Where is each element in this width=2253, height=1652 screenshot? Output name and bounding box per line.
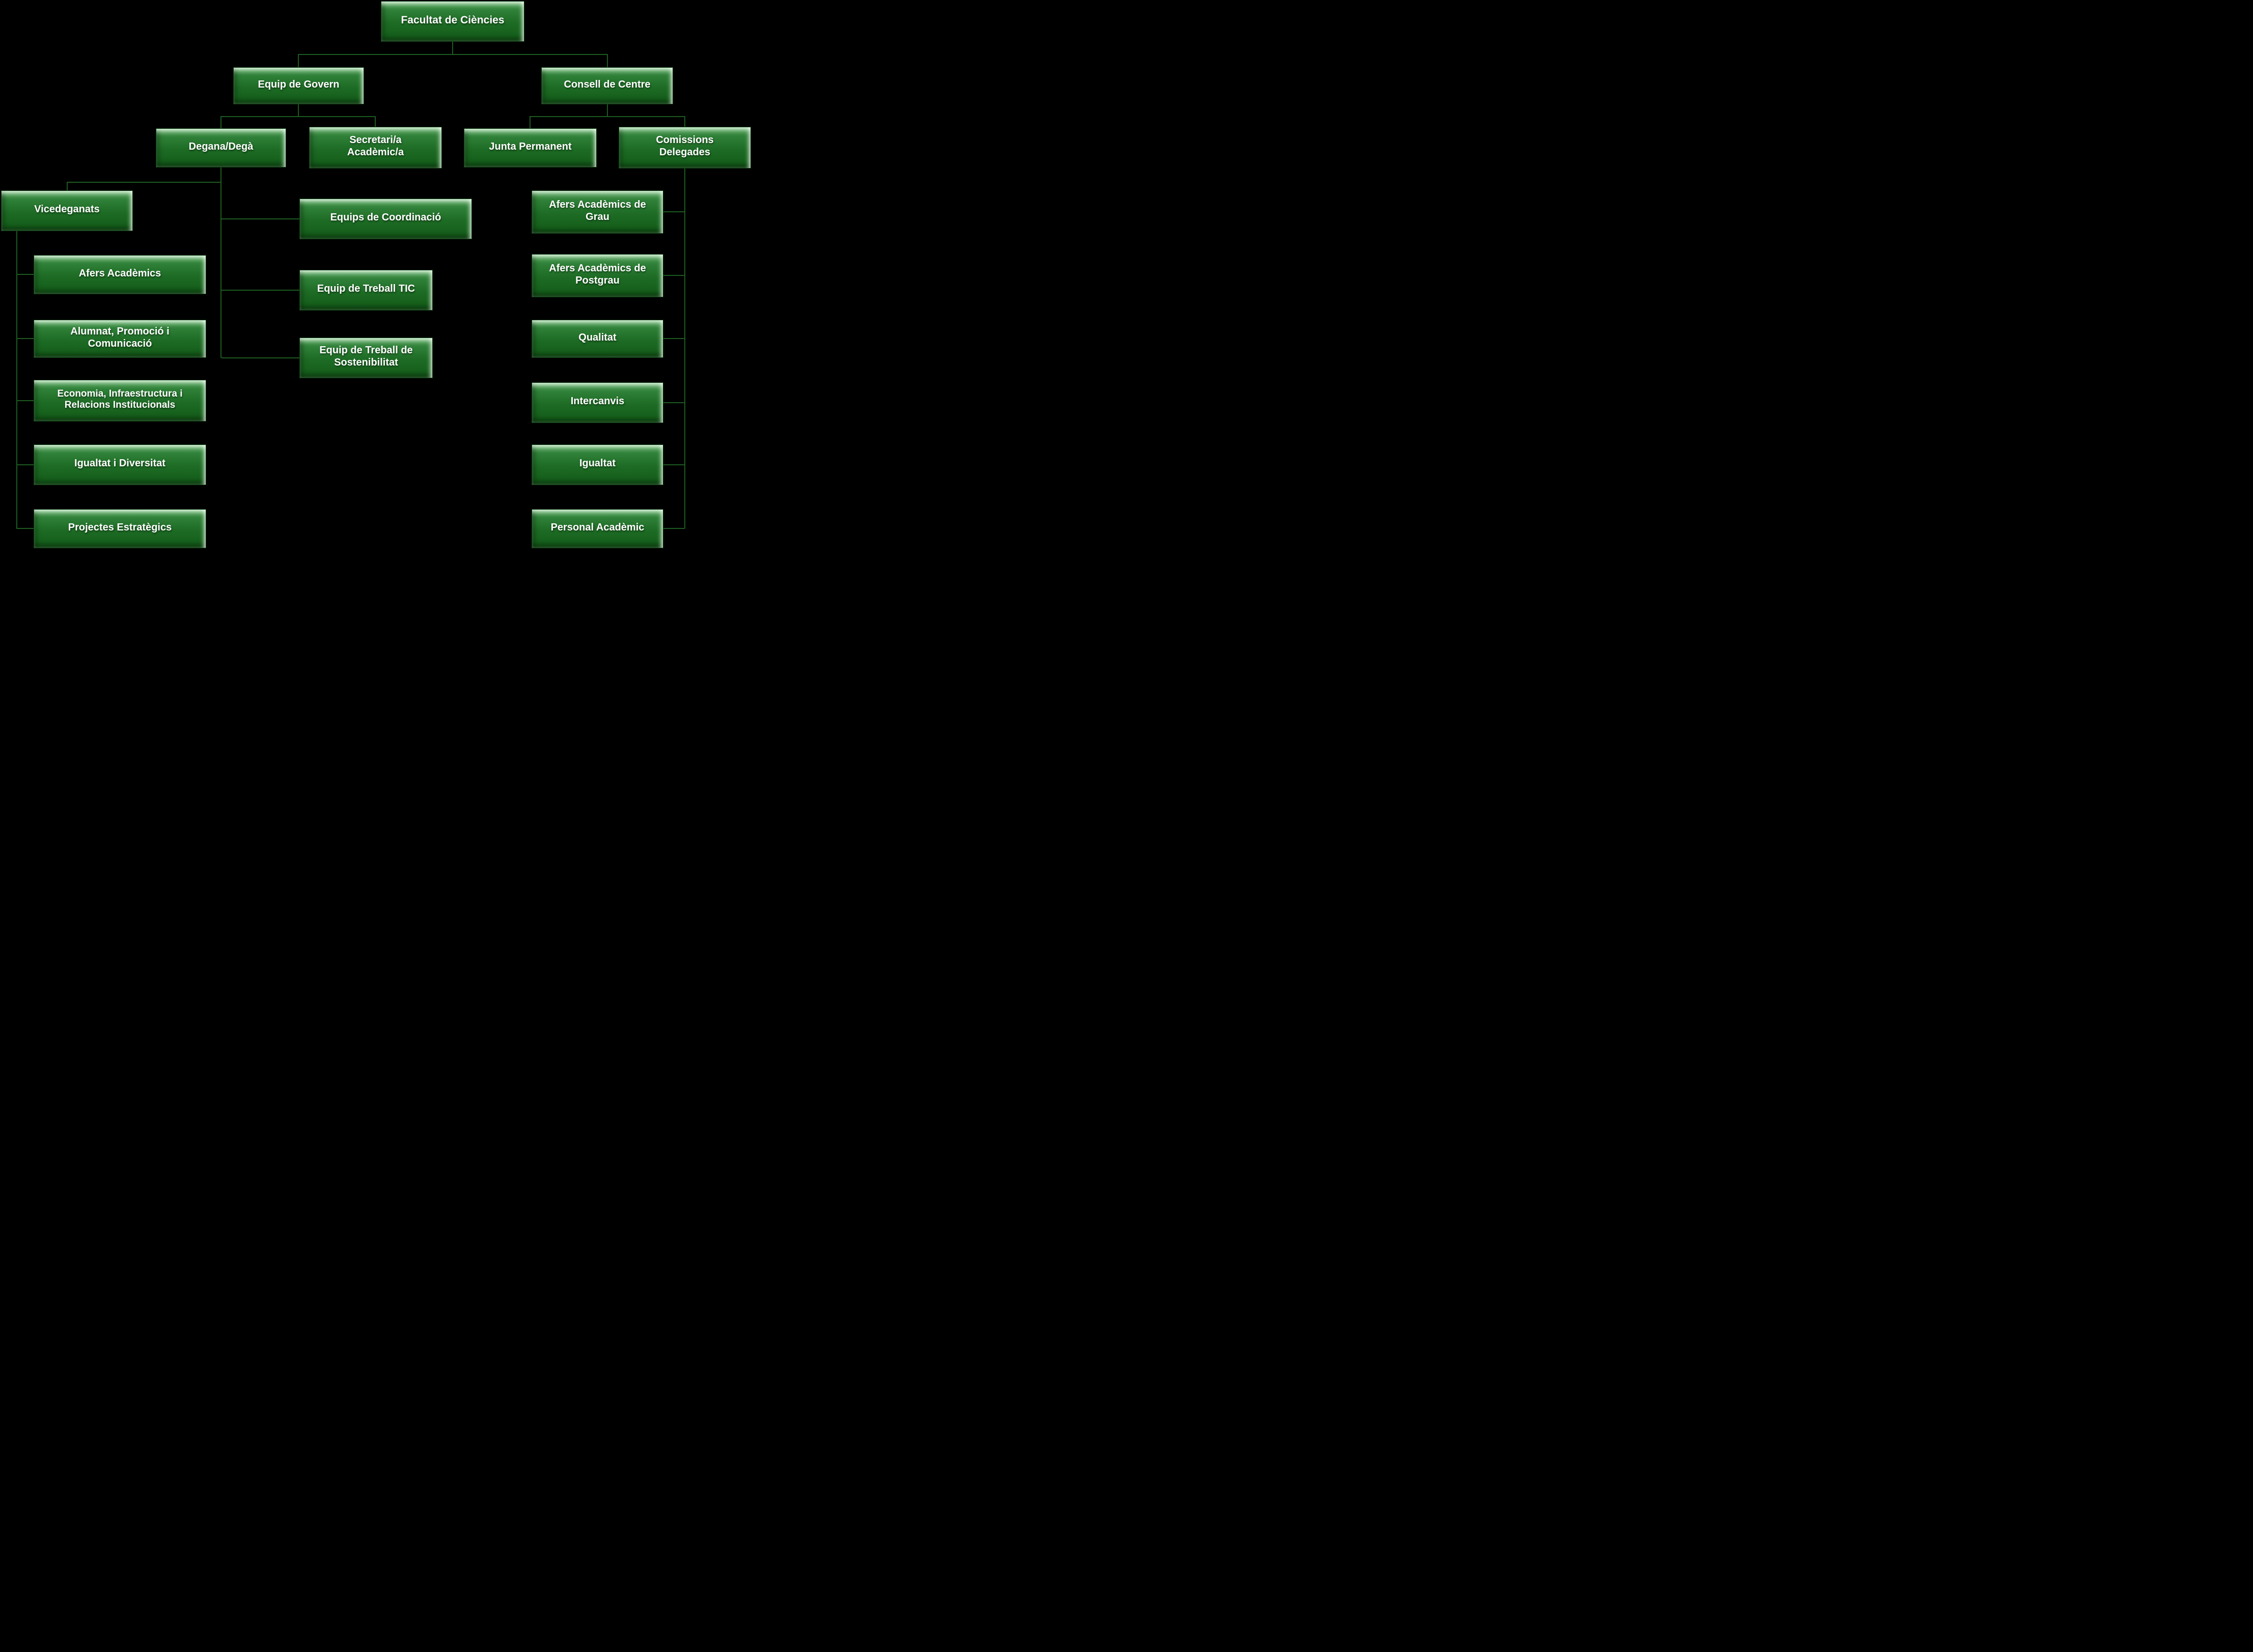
node-label: Secretari/a Acadèmic/a: [347, 134, 404, 158]
connector-line: [684, 169, 685, 528]
node-label: Afers Acadèmics: [78, 267, 161, 279]
connector-line: [298, 54, 608, 55]
node-alumnat-promocio-comunicacio: Alumnat, Promoció i Comunicació: [34, 320, 206, 358]
connector-line: [221, 357, 299, 358]
node-label: Personal Acadèmic: [550, 521, 645, 533]
connector-line: [530, 116, 531, 128]
node-label: Economia, Infraestructura i Relacions In…: [57, 388, 183, 410]
node-afers-academics-de-postgrau: Afers Acadèmics de Postgrau: [532, 254, 663, 297]
connector-line: [607, 54, 608, 67]
node-comissions-delegades: Comissions Delegades: [619, 127, 751, 169]
node-degana-dega: Degana/Degà: [156, 128, 286, 167]
connector-line: [16, 274, 34, 275]
node-label: Afers Acadèmics de Grau: [549, 199, 646, 222]
connector-line: [298, 54, 299, 67]
node-equips-de-coordinacio: Equips de Coordinació: [299, 199, 472, 239]
node-label: Junta Permanent: [489, 141, 572, 152]
connector-line: [375, 116, 376, 127]
node-label: Afers Acadèmics de Postgrau: [549, 262, 646, 286]
node-equip-treball-sostenibilitat: Equip de Treball de Sostenibilitat: [299, 338, 433, 378]
connector-line: [16, 400, 34, 401]
connector-line: [67, 182, 68, 190]
node-facultat: Facultat de Ciències: [381, 1, 524, 42]
node-label: Equip de Govern: [258, 78, 340, 90]
connector-line: [220, 116, 221, 128]
node-igualtat: Igualtat: [532, 444, 663, 485]
node-label: Equip de Treball de Sostenibilitat: [319, 345, 413, 368]
connector-line: [16, 528, 34, 529]
node-label: Igualtat i Diversitat: [74, 458, 165, 469]
connector-line: [67, 182, 221, 183]
connector-line: [684, 116, 685, 127]
connector-line: [663, 464, 685, 465]
connector-line: [220, 116, 376, 117]
node-label: Alumnat, Promoció i Comunicació: [70, 325, 170, 349]
node-igualtat-i-diversitat: Igualtat i Diversitat: [34, 444, 206, 485]
node-afers-academics-de-grau: Afers Acadèmics de Grau: [532, 190, 663, 234]
node-qualitat: Qualitat: [532, 320, 663, 358]
org-chart-canvas: Facultat de Ciències Equip de Govern Con…: [0, 0, 751, 551]
node-label: Vicedeganats: [34, 204, 100, 215]
node-label: Intercanvis: [570, 396, 625, 407]
connector-line: [16, 231, 17, 529]
node-label: Qualitat: [578, 331, 617, 343]
connector-line: [298, 104, 299, 117]
node-label: Consell de Centre: [564, 78, 651, 90]
node-equip-de-treball-tic: Equip de Treball TIC: [299, 270, 433, 311]
connector-line: [607, 104, 608, 117]
node-projectes-estrategics: Projectes Estratègics: [34, 509, 206, 548]
node-intercanvis: Intercanvis: [532, 382, 663, 423]
node-label: Equips de Coordinació: [330, 212, 441, 223]
connector-line: [221, 218, 299, 219]
connector-line: [221, 290, 299, 291]
node-label: Projectes Estratègics: [68, 521, 172, 533]
connector-line: [663, 338, 685, 339]
connector-line: [220, 167, 221, 358]
node-personal-academic: Personal Acadèmic: [532, 509, 663, 548]
node-label: Igualtat: [579, 458, 616, 469]
node-secretari-academic: Secretari/a Acadèmic/a: [309, 127, 442, 169]
node-economia-infraestructura: Economia, Infraestructura i Relacions In…: [34, 380, 206, 422]
connector-line: [663, 528, 685, 529]
node-junta-permanent: Junta Permanent: [464, 128, 597, 167]
node-vicedeganats: Vicedeganats: [1, 190, 133, 231]
node-equip-de-govern: Equip de Govern: [233, 67, 364, 104]
node-label: Comissions Delegades: [656, 134, 714, 158]
node-label: Equip de Treball TIC: [317, 283, 415, 295]
node-afers-academics: Afers Acadèmics: [34, 255, 206, 294]
connector-line: [663, 402, 685, 403]
connector-line: [16, 464, 34, 465]
connector-line: [663, 275, 685, 276]
node-label: Degana/Degà: [188, 141, 254, 152]
connector-line: [16, 338, 34, 339]
node-consell-de-centre: Consell de Centre: [541, 67, 673, 104]
node-label: Facultat de Ciències: [401, 14, 505, 26]
connector-line: [530, 116, 685, 117]
connector-line: [663, 211, 685, 212]
connector-line: [452, 42, 453, 55]
